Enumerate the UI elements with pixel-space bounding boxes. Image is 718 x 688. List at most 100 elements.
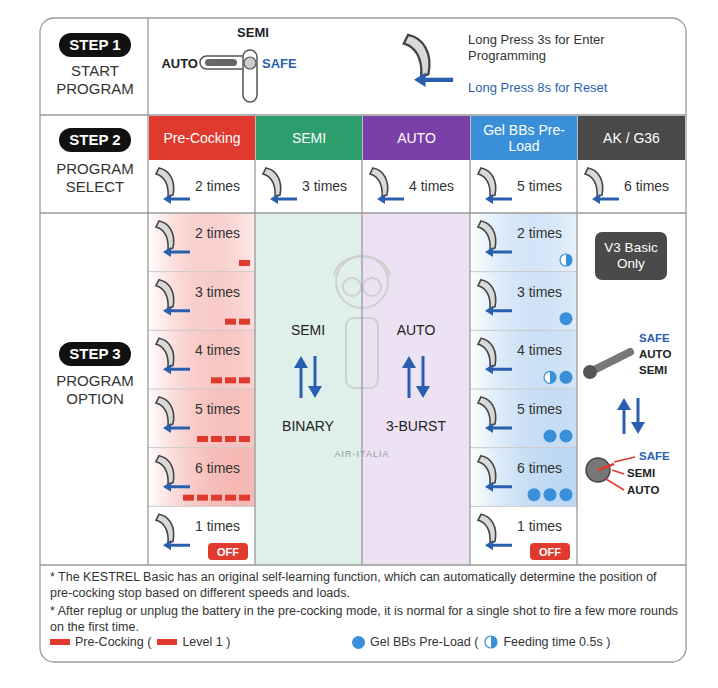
precock-level-mark [239, 436, 250, 442]
legend-text: Feeding time 0.5s ) [503, 635, 610, 649]
feed-time-mark [544, 371, 556, 383]
precock-level-mark [225, 319, 236, 325]
table-grid [40, 18, 686, 662]
label-text: 6 times [195, 460, 253, 477]
label-text: 5 times [517, 401, 575, 418]
node-text: STEP 3 [69, 345, 120, 362]
legend-text: Gel BBs Pre-Load ( [370, 635, 478, 649]
label-text: AUTO [150, 56, 198, 72]
option-cell-ground [470, 389, 577, 448]
step-badge: STEP 1 [59, 33, 131, 57]
trigger-icon [478, 338, 512, 374]
label-text: 3 times [302, 178, 362, 195]
trigger-icon [478, 514, 512, 550]
legend-text: Pre-Cocking ( [75, 635, 151, 649]
label-text: 6 times [624, 178, 684, 195]
trigger-icon [478, 397, 512, 433]
option-cell-ground [470, 448, 577, 507]
label-text: 5 times [517, 178, 577, 195]
label-text: 4 times [517, 342, 575, 359]
option-cell-ground [148, 272, 255, 331]
legend-swatch [157, 639, 177, 645]
trigger-icon [478, 456, 512, 492]
trigger-icon [156, 338, 190, 374]
precock-level-mark [197, 495, 208, 501]
label-text: SEMI [228, 25, 278, 41]
label-text: 2 times [195, 178, 255, 195]
gel-preload-mark [560, 312, 573, 325]
legend-row: Gel BBs Pre-Load ( Feeding time 0.5s ) [352, 633, 616, 651]
label-text: SAFE [262, 56, 314, 72]
label-text: PROGRAM OPTION [50, 372, 140, 408]
footnote-text: * The KESTREL Basic has an original self… [50, 569, 682, 602]
precock-level-mark [225, 436, 236, 442]
gel-preload-mark [544, 488, 557, 501]
trigger-icon [263, 168, 297, 204]
feed-time-mark [566, 254, 572, 266]
label-text: 2 times [195, 225, 253, 242]
cell-divider [470, 389, 577, 390]
node-text: STEP 2 [69, 131, 120, 148]
cell-divider [470, 271, 577, 272]
label-text: 4 times [195, 342, 253, 359]
precock-level-mark [211, 495, 222, 501]
label-text: START PROGRAM [50, 62, 140, 98]
label-text: 3 times [517, 284, 575, 301]
cell-divider [470, 506, 577, 507]
label-text: 1 times [195, 518, 253, 535]
gel-preload-mark [560, 430, 573, 443]
option-cell-ground [470, 272, 577, 331]
program-header: AK / G36 [578, 116, 685, 160]
legend-half-circle [484, 635, 498, 649]
label-text: BINARY [258, 418, 358, 435]
auto-column-ground [362, 213, 470, 565]
option-cell-ground [148, 448, 255, 507]
cell-divider [148, 271, 255, 272]
precock-level-mark [197, 436, 208, 442]
program-header: Pre-Cocking [149, 116, 255, 160]
label-text: AUTO [627, 484, 677, 498]
label-text: SAFE [639, 332, 684, 346]
option-cell-ground [148, 213, 255, 272]
trigger-icon [478, 280, 512, 316]
feed-time-mark [550, 371, 556, 383]
gel-preload-mark [528, 488, 541, 501]
trigger-icon [156, 280, 190, 316]
label-text: 2 times [517, 225, 575, 242]
trigger-icon [585, 168, 619, 204]
node-text: AK / G36 [603, 130, 660, 146]
cell-divider [470, 447, 577, 448]
label-text: 5 times [195, 401, 253, 418]
label-text: AUTO [365, 322, 467, 339]
node-text: Pre-Cocking [163, 130, 240, 146]
precock-level-mark [225, 495, 236, 501]
version-note-box: V3 Basic Only [595, 232, 667, 280]
cell-divider [148, 389, 255, 390]
node-text: STEP 1 [69, 36, 120, 53]
label-text: 4 times [409, 178, 469, 195]
option-cell-ground [470, 213, 577, 272]
label-text: 6 times [517, 460, 575, 477]
node-text: Gel BBs Pre-Load [475, 122, 573, 154]
label-text: SEMI [639, 364, 684, 378]
trigger-icon [156, 397, 190, 433]
gel-preload-mark [560, 371, 573, 384]
label-text: 1 times [517, 518, 575, 535]
legend-text: Level 1 ) [182, 635, 230, 649]
cell-divider [470, 330, 577, 331]
option-cell-ground [470, 330, 577, 389]
off-badge: OFF [208, 543, 248, 560]
trigger-icon [156, 221, 190, 257]
ak-lever-upper [583, 352, 630, 379]
program-header: Gel BBs Pre-Load [471, 116, 577, 160]
precock-level-mark [239, 319, 250, 325]
feed-time-mark [560, 254, 572, 266]
precock-level-mark [239, 260, 250, 266]
trigger-icon [156, 514, 190, 550]
trigger-icon [156, 456, 190, 492]
semi-column-ground [255, 213, 362, 565]
node-text: OFF [539, 546, 561, 559]
option-cell-ground [148, 389, 255, 448]
footnote-text: * After replug or unplug the battery in … [50, 603, 682, 636]
gel-preload-mark [544, 430, 557, 443]
